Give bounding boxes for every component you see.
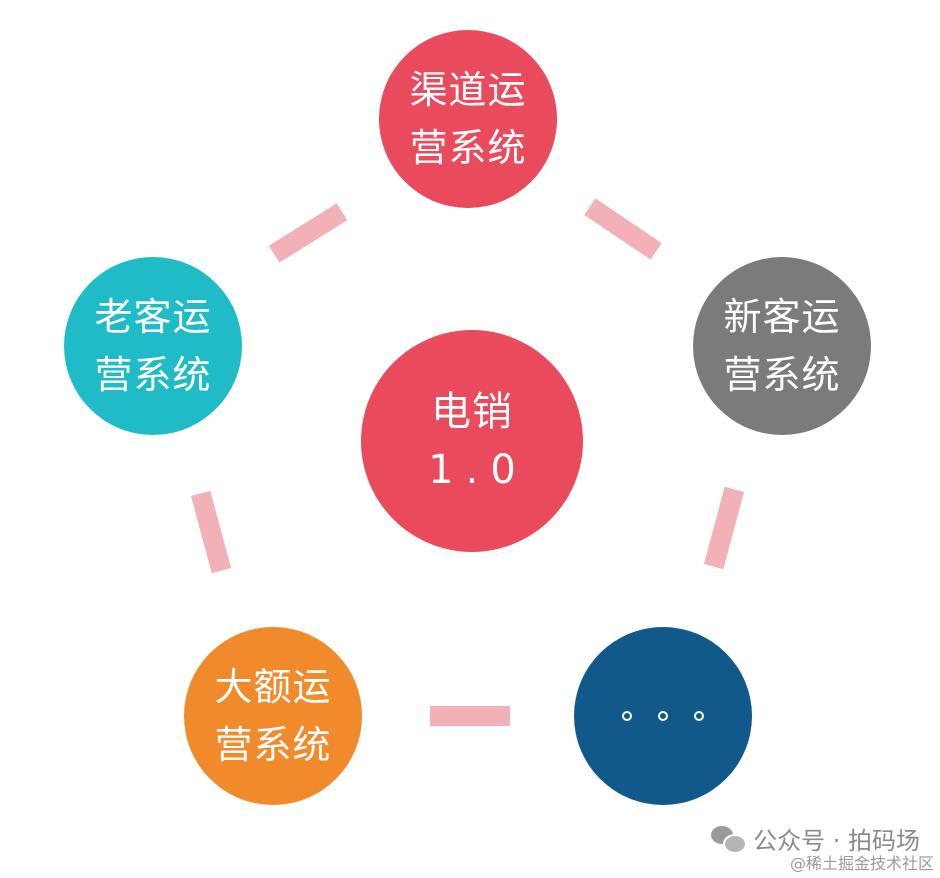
connector-old-large <box>190 490 232 574</box>
dot-3 <box>694 711 704 721</box>
watermark-community: @稀土掘金技术社区 <box>789 854 934 873</box>
node-more <box>574 627 752 805</box>
node-new-customer-operations: 新客运 营系统 <box>693 257 871 435</box>
node-large-line-2: 营系统 <box>214 723 332 767</box>
center-node-title: 电销 <box>431 389 513 435</box>
connector-channel-new <box>584 198 662 260</box>
connector-large-more <box>430 706 510 726</box>
dot-2 <box>658 711 668 721</box>
node-channel-operations: 渠道运 营系统 <box>379 30 557 208</box>
node-large-line-1: 大额运 <box>214 665 332 709</box>
node-large-amount-operations: 大额运 营系统 <box>184 627 362 805</box>
node-channel-line-1: 渠道运 <box>409 68 527 112</box>
node-new-line-2: 营系统 <box>723 353 841 397</box>
node-new-line-1: 新客运 <box>723 295 841 339</box>
wechat-icon <box>711 825 748 854</box>
node-old-customer-operations: 老客运 营系统 <box>64 257 242 435</box>
dot-1 <box>622 711 632 721</box>
connector-new-more <box>703 486 745 570</box>
center-node-version: 1.0 <box>428 447 528 493</box>
center-node-telesales: 电销 1.0 <box>361 330 583 552</box>
node-old-line-1: 老客运 <box>94 295 212 339</box>
ellipsis-icon <box>622 711 704 721</box>
connector-old-channel <box>268 203 348 263</box>
node-channel-line-2: 营系统 <box>409 126 527 170</box>
node-old-line-2: 营系统 <box>94 353 212 397</box>
watermark-account-text: 公众号 · 拍码场 <box>753 827 920 855</box>
watermark-account: 公众号 · 拍码场 <box>711 821 920 856</box>
